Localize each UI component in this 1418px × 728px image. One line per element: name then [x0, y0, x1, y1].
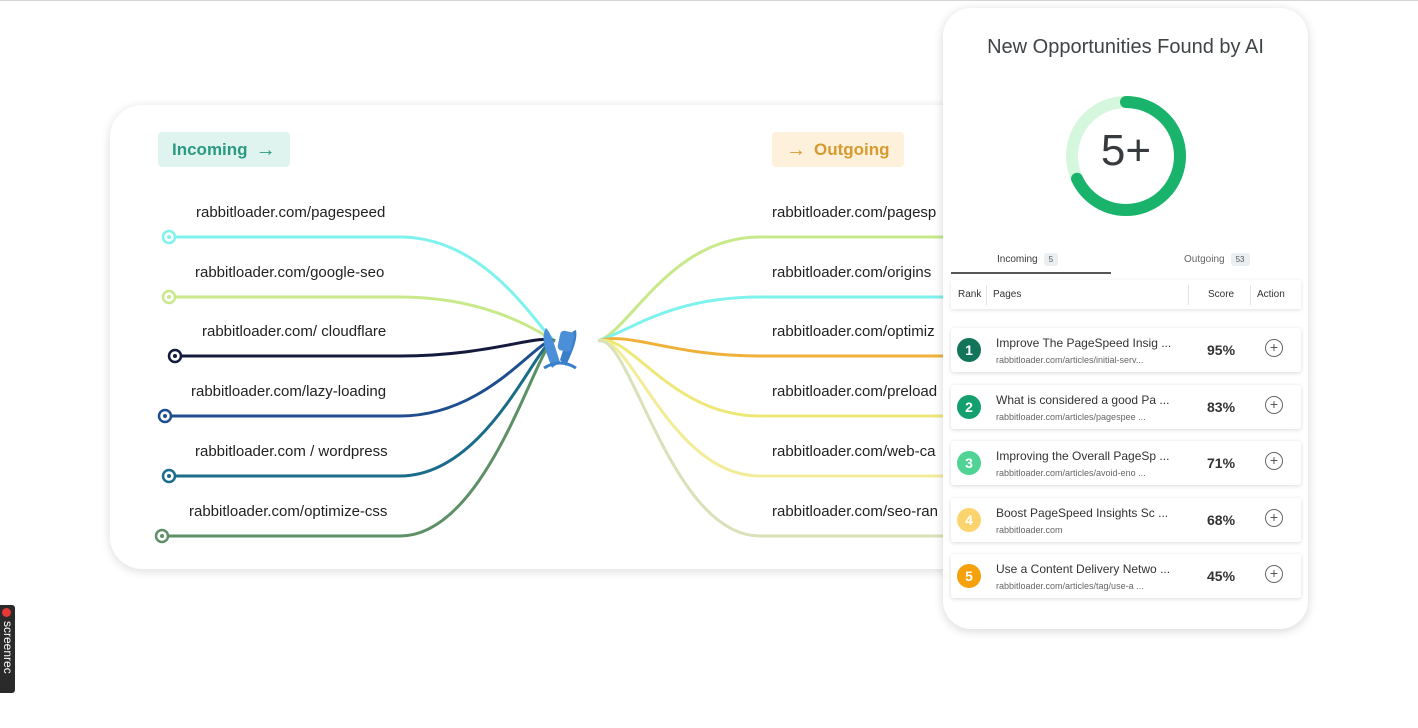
table-row[interactable]: 5 Use a Content Delivery Netwo ... rabbi…: [951, 554, 1301, 598]
incoming-link-label[interactable]: rabbitloader.com / wordpress: [195, 443, 388, 460]
score-value: 71%: [1207, 455, 1236, 471]
top-border: [0, 0, 1418, 1]
arrow-right-icon: →: [786, 138, 806, 161]
table-row[interactable]: 4 Boost PageSpeed Insights Sc ... rabbit…: [951, 497, 1301, 542]
link-node-center: [167, 295, 171, 299]
col-action: Action: [1257, 289, 1285, 300]
page-url: rabbitloader.com/articles/tag/use-a ...: [996, 581, 1144, 591]
incoming-link-label[interactable]: rabbitloader.com/optimize-css: [189, 503, 388, 520]
arrow-right-icon: →: [255, 138, 276, 161]
rabbit-logo-icon: [543, 328, 577, 370]
rank-badge: 2: [957, 394, 981, 419]
outgoing-link-curve: [597, 338, 950, 418]
column-divider: [1188, 285, 1189, 305]
col-rank: Rank: [958, 289, 982, 300]
outgoing-badge: → Outgoing: [772, 132, 904, 167]
tab-count-badge: 53: [1230, 252, 1250, 266]
outgoing-link-curve: [597, 235, 950, 343]
incoming-link-label[interactable]: rabbitloader.com/google-seo: [195, 264, 385, 281]
opportunities-panel: New Opportunities Found by AI 5+ Incomin…: [943, 8, 1308, 629]
rank-badge: 1: [957, 338, 981, 362]
outgoing-link-curve: [597, 339, 950, 538]
link-curves: [154, 229, 950, 544]
score-value: 68%: [1207, 511, 1236, 528]
page-url: rabbitloader.com/articles/pagespee ...: [996, 411, 1146, 422]
outgoing-link-label[interactable]: rabbitloader.com/preload: [772, 383, 938, 400]
link-node-center: [160, 534, 164, 538]
outgoing-link-curve: [597, 337, 950, 358]
table-header: Rank Pages Score Action: [951, 280, 1301, 309]
link-map-card: Incoming → → Outgoing rabbitloader.com/p…: [110, 105, 990, 569]
tab-label: Outgoing: [1184, 253, 1225, 265]
record-icon: [2, 608, 11, 617]
page-title[interactable]: Use a Content Delivery Netwo ...: [996, 562, 1171, 576]
page-title[interactable]: Improve The PageSpeed Insig ...: [996, 336, 1172, 350]
rank-badge: 5: [957, 564, 981, 588]
add-circle-icon[interactable]: +: [1265, 339, 1283, 357]
tab-label: Incoming: [997, 253, 1038, 265]
link-node-center: [167, 235, 171, 239]
page-url: rabbitloader.com: [996, 524, 1063, 535]
incoming-link-label[interactable]: rabbitloader.com/ cloudflare: [202, 323, 387, 340]
tab-outgoing[interactable]: Outgoing 53: [1184, 246, 1250, 272]
column-divider: [1250, 285, 1251, 305]
add-circle-icon[interactable]: +: [1265, 508, 1283, 527]
incoming-link-curve: [181, 337, 556, 358]
score-value: 83%: [1207, 398, 1236, 415]
tab-incoming[interactable]: Incoming 5: [997, 246, 1059, 272]
link-node-center: [167, 474, 171, 478]
page-title[interactable]: Boost PageSpeed Insights Sc ...: [996, 505, 1169, 520]
link-node-center: [173, 354, 177, 358]
score-value: 45%: [1207, 568, 1236, 584]
incoming-link-curve: [171, 339, 556, 418]
tab-bar: Incoming 5 Outgoing 53: [951, 246, 1301, 274]
outgoing-link-label[interactable]: rabbitloader.com/origins: [772, 264, 932, 281]
add-circle-icon[interactable]: +: [1265, 452, 1283, 470]
table-row[interactable]: 2 What is considered a good Pa ... rabbi…: [951, 384, 1301, 429]
col-pages: Pages: [993, 289, 1022, 300]
table-row[interactable]: 1 Improve The PageSpeed Insig ... rabbit…: [951, 328, 1301, 372]
outgoing-link-label[interactable]: rabbitloader.com/optimiz: [772, 323, 935, 340]
col-score: Score: [1208, 289, 1235, 300]
panel-title: New Opportunities Found by AI: [987, 36, 1264, 58]
opportunity-gauge: [1066, 96, 1186, 216]
link-node-center: [163, 414, 167, 418]
page-url: rabbitloader.com/articles/initial-serv..…: [996, 355, 1144, 365]
screenrec-tag[interactable]: screenrec: [0, 605, 15, 693]
rank-badge: 3: [957, 451, 981, 475]
screenrec-label: screenrec: [1, 621, 15, 674]
opportunity-count: 5+: [1100, 126, 1152, 175]
add-circle-icon[interactable]: +: [1265, 565, 1283, 583]
outgoing-link-label[interactable]: rabbitloader.com/web-ca: [772, 443, 936, 460]
outgoing-link-curve: [597, 339, 950, 478]
incoming-link-label[interactable]: rabbitloader.com/pagespeed: [196, 204, 386, 221]
rank-badge: 4: [957, 507, 981, 532]
active-tab-indicator: [951, 272, 1111, 274]
outgoing-label: Outgoing: [814, 139, 890, 159]
outgoing-link-label[interactable]: rabbitloader.com/seo-ran: [772, 503, 938, 520]
score-value: 95%: [1207, 342, 1236, 358]
outgoing-labels: rabbitloader.com/pagesp rabbitloader.com/…: [770, 195, 945, 535]
incoming-label: Incoming: [172, 139, 248, 159]
table-row[interactable]: 3 Improving the Overall PageSp ... rabbi…: [951, 441, 1301, 485]
tab-count-badge: 5: [1043, 252, 1059, 266]
page-url: rabbitloader.com/articles/avoid-eno ...: [996, 468, 1146, 478]
page-title[interactable]: What is considered a good Pa ...: [996, 392, 1170, 407]
incoming-link-label[interactable]: rabbitloader.com/lazy-loading: [191, 383, 387, 400]
column-divider: [986, 285, 987, 305]
outgoing-link-label[interactable]: rabbitloader.com/pagesp: [772, 204, 937, 221]
add-circle-icon[interactable]: +: [1265, 395, 1283, 414]
outgoing-link-curve: [597, 295, 950, 343]
incoming-badge: Incoming →: [158, 132, 290, 167]
page-title[interactable]: Improving the Overall PageSp ...: [996, 449, 1170, 463]
